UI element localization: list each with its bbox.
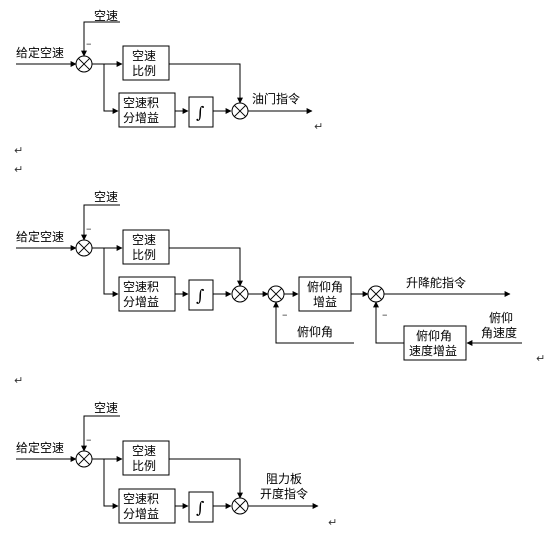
return-mark: ↵	[14, 144, 23, 157]
pitch-summing-junction	[267, 285, 285, 303]
minus-sign: –	[86, 433, 92, 446]
output-summing-junction	[231, 102, 249, 120]
minus-sign: –	[382, 308, 388, 321]
return-mark: ↵	[14, 163, 23, 176]
pitch-angle-feedback-line	[273, 301, 354, 344]
airbrake-command-label-1: 阻力板	[266, 472, 302, 486]
airspeed-feedback-label: 空速	[94, 190, 118, 204]
return-mark: ↵	[14, 374, 23, 387]
error-to-int	[103, 64, 119, 114]
prop-to-sum	[169, 247, 243, 287]
integrator-symbol: ∫	[196, 103, 204, 122]
elevator-command-label: 升降舵指令	[406, 275, 466, 290]
airspeed-prop-block	[122, 45, 170, 81]
pitch-angle-label: 俯仰角	[297, 324, 333, 339]
throttle-command-label: 油门指令	[252, 91, 300, 106]
airspeed-int-gain-label-2: 分增益	[123, 507, 159, 521]
output-summing-junction	[231, 497, 249, 515]
diagram-airbrake: 给定空速 空速 – 空速 比例 空速积 分增益 ∫ 阻力板 开度指令 ↵	[16, 401, 337, 529]
airspeed-prop-label-1: 空速	[132, 233, 156, 247]
return-mark: ↵	[314, 120, 323, 133]
pi-summing-junction	[231, 285, 249, 303]
airspeed-int-gain-label-1: 空速积	[123, 96, 159, 110]
airspeed-prop-block	[122, 229, 170, 265]
given-airspeed-label: 给定空速	[16, 229, 64, 244]
integrator-symbol: ∫	[196, 498, 204, 517]
integrator-block	[188, 279, 214, 311]
integrator-block	[188, 491, 214, 523]
airspeed-int-gain-block	[118, 92, 176, 128]
summing-junction	[75, 239, 93, 257]
airspeed-int-gain-label-1: 空速积	[123, 492, 159, 506]
prop-to-sum	[169, 458, 243, 499]
integrator-block	[188, 96, 214, 128]
pitch-rate-input-label-1: 俯仰	[489, 310, 513, 325]
airspeed-feedback-line	[81, 415, 120, 452]
rate-summing-junction	[367, 285, 385, 303]
summing-junction	[75, 55, 93, 73]
return-mark: ↵	[328, 516, 337, 529]
pitch-rate-feedback-line	[373, 301, 404, 344]
airbrake-command-label-2: 开度指令	[260, 486, 308, 501]
diagram-throttle: 给定空速 空速 – 空速 比例 空速积 分增益 ∫ 油门指令 ↵	[16, 9, 323, 133]
airspeed-prop-block	[122, 440, 170, 476]
airspeed-feedback-label: 空速	[94, 9, 118, 23]
airspeed-prop-label-1: 空速	[132, 49, 156, 63]
return-mark: ↵	[536, 352, 545, 365]
summing-junction	[75, 450, 93, 468]
airspeed-prop-label-1: 空速	[132, 444, 156, 458]
airspeed-prop-label-2: 比例	[132, 459, 156, 473]
airspeed-prop-label-2: 比例	[132, 64, 156, 78]
airspeed-int-gain-label-2: 分增益	[123, 295, 159, 309]
error-to-int	[103, 459, 119, 509]
pitch-angle-gain-label-1: 俯仰角	[307, 279, 343, 294]
pitch-angle-gain-block	[298, 276, 352, 312]
given-airspeed-label: 给定空速	[16, 45, 64, 60]
integrator-symbol: ∫	[196, 286, 204, 305]
airspeed-int-gain-label-2: 分增益	[123, 111, 159, 125]
minus-sign: –	[282, 308, 288, 321]
pitch-rate-gain-block	[403, 325, 467, 361]
airspeed-prop-label-2: 比例	[132, 248, 156, 262]
pitch-rate-gain-label-1: 俯仰角	[416, 328, 452, 343]
minus-sign: –	[86, 222, 92, 235]
error-to-int	[103, 248, 119, 297]
minus-sign: –	[86, 37, 92, 50]
diagram-elevator: 给定空速 空速 – 空速 比例 空速积 分增益 ∫	[16, 190, 545, 365]
pitch-rate-input-label-2: 角速度	[481, 325, 517, 340]
pitch-angle-gain-label-2: 增益	[313, 295, 337, 309]
airspeed-feedback-line	[81, 204, 120, 241]
prop-to-sum	[169, 63, 243, 104]
pitch-rate-gain-label-2: 速度增益	[409, 343, 457, 358]
airspeed-feedback-label: 空速	[94, 401, 118, 415]
airspeed-int-gain-block	[118, 488, 176, 524]
given-airspeed-label: 给定空速	[16, 440, 64, 455]
airspeed-feedback-line	[81, 21, 120, 57]
airspeed-int-gain-label-1: 空速积	[123, 280, 159, 294]
